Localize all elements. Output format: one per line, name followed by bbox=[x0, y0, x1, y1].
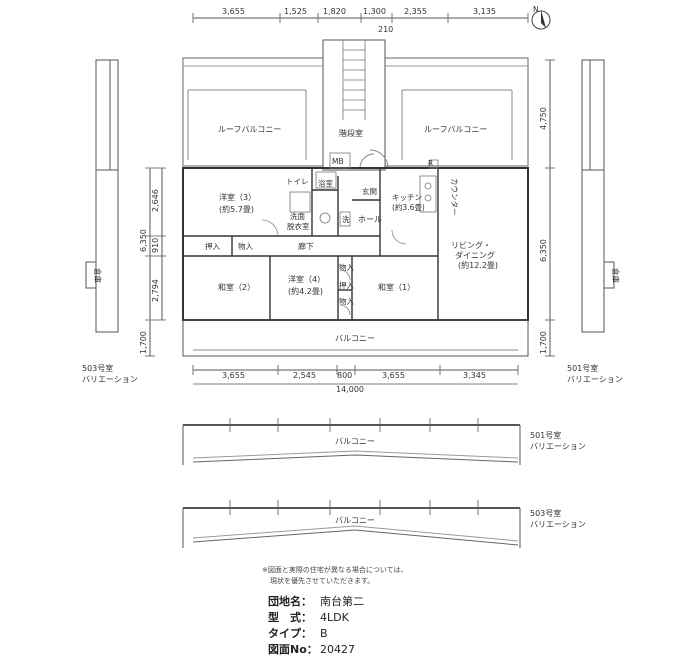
label-roof-balcony-right: ルーフバルコニー bbox=[424, 125, 487, 134]
label-storeroom-left: 倉庫 bbox=[93, 268, 103, 283]
label-corridor: 廊下 bbox=[298, 241, 314, 251]
compass-label: N bbox=[533, 5, 539, 14]
label-refrigerator: R bbox=[428, 159, 433, 168]
note-line-1: ※図面と実際の住宅が異なる場合については、 bbox=[262, 566, 408, 574]
dim-top-4: 1,300 bbox=[363, 7, 386, 16]
label-bath: 浴室 bbox=[318, 178, 333, 188]
dim-top-3: 1,820 bbox=[323, 7, 346, 16]
dim-left-total: 6,350 bbox=[139, 229, 148, 252]
type-value: B bbox=[320, 627, 328, 640]
label-japanese-1: 和室（1） bbox=[378, 282, 415, 292]
label-501-variation-top: バリエーション bbox=[567, 375, 623, 384]
label-hall: ホール bbox=[358, 215, 382, 224]
info-drawing: 図面No： 20427 bbox=[268, 642, 364, 658]
label-living-2: ダイニング bbox=[455, 250, 495, 260]
label-washroom-2: 脱衣室 bbox=[287, 221, 310, 231]
label-503-variation: バリエーション bbox=[530, 520, 586, 529]
north-arrow-icon: N bbox=[531, 5, 551, 30]
label-mb: MB bbox=[332, 157, 344, 166]
note-line-2: 現状を優先させていただきます。 bbox=[270, 577, 375, 585]
layout-value: 4LDK bbox=[320, 611, 349, 624]
info-type: タイプ： B bbox=[268, 626, 364, 642]
label-western-3: 洋室（3） bbox=[219, 192, 256, 202]
label-western-4: 洋室（4） bbox=[288, 274, 325, 284]
label-toilet: トイレ bbox=[286, 177, 309, 186]
label-503-variation-top: バリエーション bbox=[82, 375, 138, 384]
estate-label: 団地名： bbox=[268, 595, 312, 608]
dim-top-1: 3,655 bbox=[222, 7, 245, 16]
dim-bottom-1: 3,655 bbox=[222, 371, 245, 380]
dim-right-1: 6,350 bbox=[539, 239, 548, 262]
info-layout: 型 式： 4LDK bbox=[268, 610, 364, 626]
drawing-value: 20427 bbox=[320, 643, 355, 656]
dim-top-sub: 210 bbox=[378, 25, 393, 34]
disclaimer-note: ※図面と実際の住宅が異なる場合については、 現状を優先させていただきます。 bbox=[262, 565, 562, 587]
dim-left-2: 910 bbox=[151, 238, 160, 253]
label-western-3-size: (約5.7畳) bbox=[219, 204, 254, 214]
dim-right-top: 4,750 bbox=[539, 107, 548, 130]
drawing-label: 図面No： bbox=[268, 643, 318, 656]
label-entrance: 玄関 bbox=[362, 186, 377, 196]
dim-bottom-5: 3,345 bbox=[463, 371, 486, 380]
label-washroom-1: 洗面 bbox=[290, 211, 305, 221]
label-balcony-501: バルコニー bbox=[335, 437, 375, 446]
dim-left-1: 2,646 bbox=[151, 189, 160, 212]
label-living-size: (約12.2畳) bbox=[458, 260, 498, 270]
dim-left-3: 2,794 bbox=[151, 279, 160, 302]
label-stairs: 階段室 bbox=[339, 128, 363, 138]
label-503-top: 503号室 bbox=[82, 363, 113, 373]
dim-bottom-4: 3,655 bbox=[382, 371, 405, 380]
label-japanese-2: 和室（2） bbox=[218, 282, 255, 292]
dim-top-2: 1,525 bbox=[284, 7, 307, 16]
estate-value: 南台第二 bbox=[320, 595, 364, 608]
label-501-top: 501号室 bbox=[567, 363, 598, 373]
dim-bottom-3: 800 bbox=[337, 371, 352, 380]
dim-top-5: 2,355 bbox=[404, 7, 427, 16]
label-washer: 洗 bbox=[342, 214, 350, 224]
info-estate: 団地名： 南台第二 bbox=[268, 594, 364, 610]
layout-label: 型 式： bbox=[268, 611, 312, 624]
label-balcony-503: バルコニー bbox=[335, 516, 375, 525]
label-storeroom-right: 倉庫 bbox=[611, 268, 621, 283]
info-block: 団地名： 南台第二 型 式： 4LDK タイプ： B 図面No： 20427 bbox=[268, 594, 364, 658]
label-kitchen-size: (約3.6畳) bbox=[392, 202, 425, 212]
label-storage-1: 物入 bbox=[339, 262, 354, 272]
dim-right-2: 1,700 bbox=[539, 331, 548, 354]
dim-bottom-total: 14,000 bbox=[336, 385, 364, 394]
label-storage-left: 物入 bbox=[238, 241, 253, 251]
label-counter: カウンター bbox=[450, 178, 459, 216]
label-501: 501号室 bbox=[530, 430, 561, 440]
label-balcony: バルコニー bbox=[335, 334, 375, 343]
label-roof-balcony-left: ルーフバルコニー bbox=[218, 125, 281, 134]
label-503: 503号室 bbox=[530, 508, 561, 518]
label-storage-2: 物入 bbox=[339, 296, 354, 306]
label-closet-mid: 押入 bbox=[339, 280, 354, 290]
dim-top-6: 3,135 bbox=[473, 7, 496, 16]
label-living-1: リビング・ bbox=[451, 240, 491, 250]
type-label: タイプ： bbox=[268, 627, 312, 640]
dim-left-4: 1,700 bbox=[139, 331, 148, 354]
label-western-4-size: (約4.2畳) bbox=[288, 286, 323, 296]
dim-bottom-2: 2,545 bbox=[293, 371, 316, 380]
label-501-variation: バリエーション bbox=[530, 442, 586, 451]
label-closet-left: 押入 bbox=[205, 241, 220, 251]
label-kitchen: キッチン bbox=[392, 193, 422, 202]
